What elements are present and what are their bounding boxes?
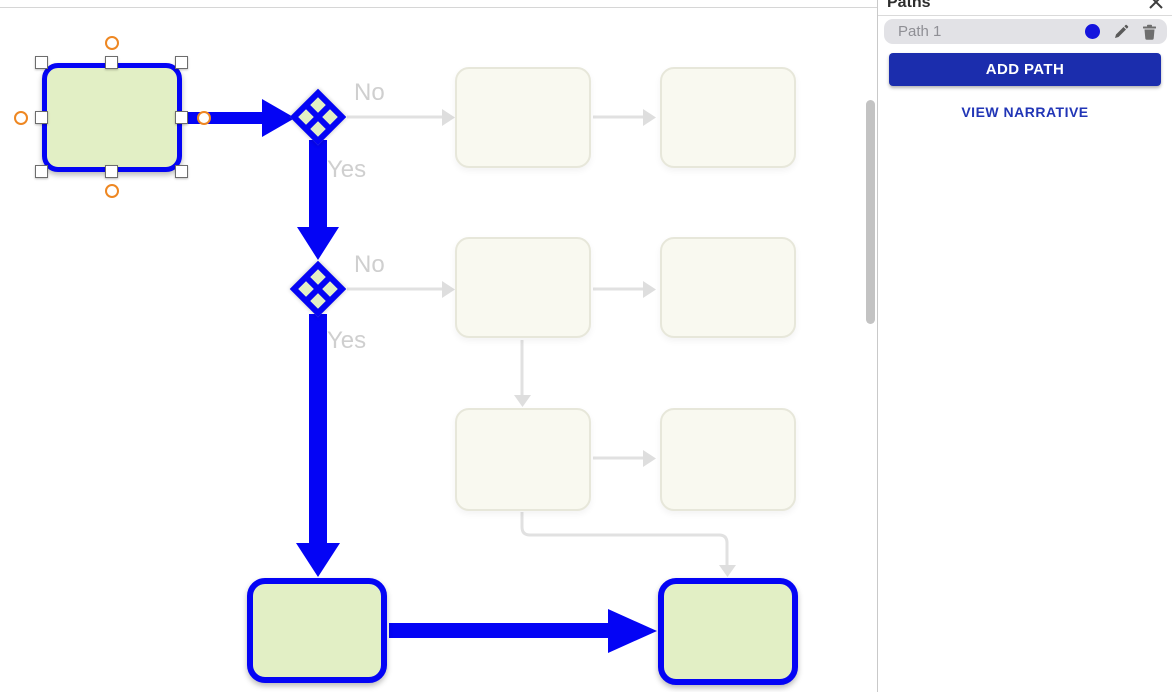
panel-title: Paths xyxy=(887,0,931,11)
add-path-button[interactable]: ADD PATH xyxy=(889,53,1161,86)
arrowhead-gray xyxy=(442,109,455,126)
faded-box-6 xyxy=(660,408,796,511)
branch-label-no-2: No xyxy=(354,251,385,278)
resize-handle-top-left[interactable] xyxy=(35,56,48,69)
arrowhead-blue xyxy=(608,609,657,653)
faded-box-2 xyxy=(660,67,796,168)
resize-handle-bottom-right[interactable] xyxy=(175,165,188,178)
canvas-scrollbar-thumb[interactable] xyxy=(866,100,875,324)
branch-label-yes-1: Yes xyxy=(327,156,367,183)
arrowhead-gray xyxy=(643,109,656,126)
resize-handle-bottom-left[interactable] xyxy=(35,165,48,178)
panel-divider xyxy=(878,15,1172,16)
path-row-icons xyxy=(1085,24,1157,40)
faded-box-4 xyxy=(660,237,796,338)
resize-handle-bottom-mid[interactable] xyxy=(105,165,118,178)
delete-trash-icon[interactable] xyxy=(1142,24,1157,40)
path-list-item[interactable] xyxy=(884,19,1167,44)
arrowhead-gray xyxy=(643,281,656,298)
connector-endnode1-endnode2[interactable] xyxy=(389,623,611,638)
faded-box-1 xyxy=(455,67,591,168)
branch-label-no-1: No xyxy=(354,79,385,106)
canvas-top-border xyxy=(0,7,877,8)
flow-node-start[interactable] xyxy=(42,63,182,172)
faded-box-3 xyxy=(455,237,591,338)
connector-layer xyxy=(184,99,736,653)
path-color-dot[interactable] xyxy=(1085,24,1100,39)
connector-box5-endnode xyxy=(520,512,729,566)
resize-handle-top-right[interactable] xyxy=(175,56,188,69)
flow-node-end-1[interactable] xyxy=(247,578,387,683)
branch-label-yes-2: Yes xyxy=(327,327,367,354)
gray-connectors xyxy=(347,115,729,566)
connection-point-top[interactable] xyxy=(105,36,119,50)
close-icon[interactable] xyxy=(1148,0,1164,10)
arrowhead-gray xyxy=(719,565,736,577)
connector-decision1-yes[interactable] xyxy=(309,140,327,228)
connection-point-left[interactable] xyxy=(14,111,28,125)
connection-point-bottom[interactable] xyxy=(105,184,119,198)
gray-arrowheads xyxy=(442,109,736,577)
arrowhead-gray xyxy=(643,450,656,467)
arrowhead-gray xyxy=(514,395,531,407)
faded-box-5 xyxy=(455,408,591,511)
resize-handle-mid-left[interactable] xyxy=(35,111,48,124)
resize-handle-top-mid[interactable] xyxy=(105,56,118,69)
arrowhead-blue xyxy=(296,543,340,577)
view-narrative-link[interactable]: VIEW NARRATIVE xyxy=(961,104,1089,120)
diagram-canvas[interactable]: No Yes No Yes xyxy=(0,0,877,692)
paths-panel: Paths xyxy=(877,0,1172,692)
connector-decision2-yes[interactable] xyxy=(309,314,327,544)
path-name-input[interactable] xyxy=(896,22,1085,41)
arrowhead-blue xyxy=(262,99,295,137)
blue-connectors xyxy=(184,99,657,653)
flow-node-end-2[interactable] xyxy=(658,578,798,685)
connection-point-right[interactable] xyxy=(197,111,211,125)
connector-start-decision1[interactable] xyxy=(184,112,264,124)
resize-handle-mid-right[interactable] xyxy=(175,111,188,124)
edit-pencil-icon[interactable] xyxy=(1113,24,1129,40)
arrowhead-gray xyxy=(442,281,455,298)
arrowhead-blue xyxy=(297,227,339,260)
